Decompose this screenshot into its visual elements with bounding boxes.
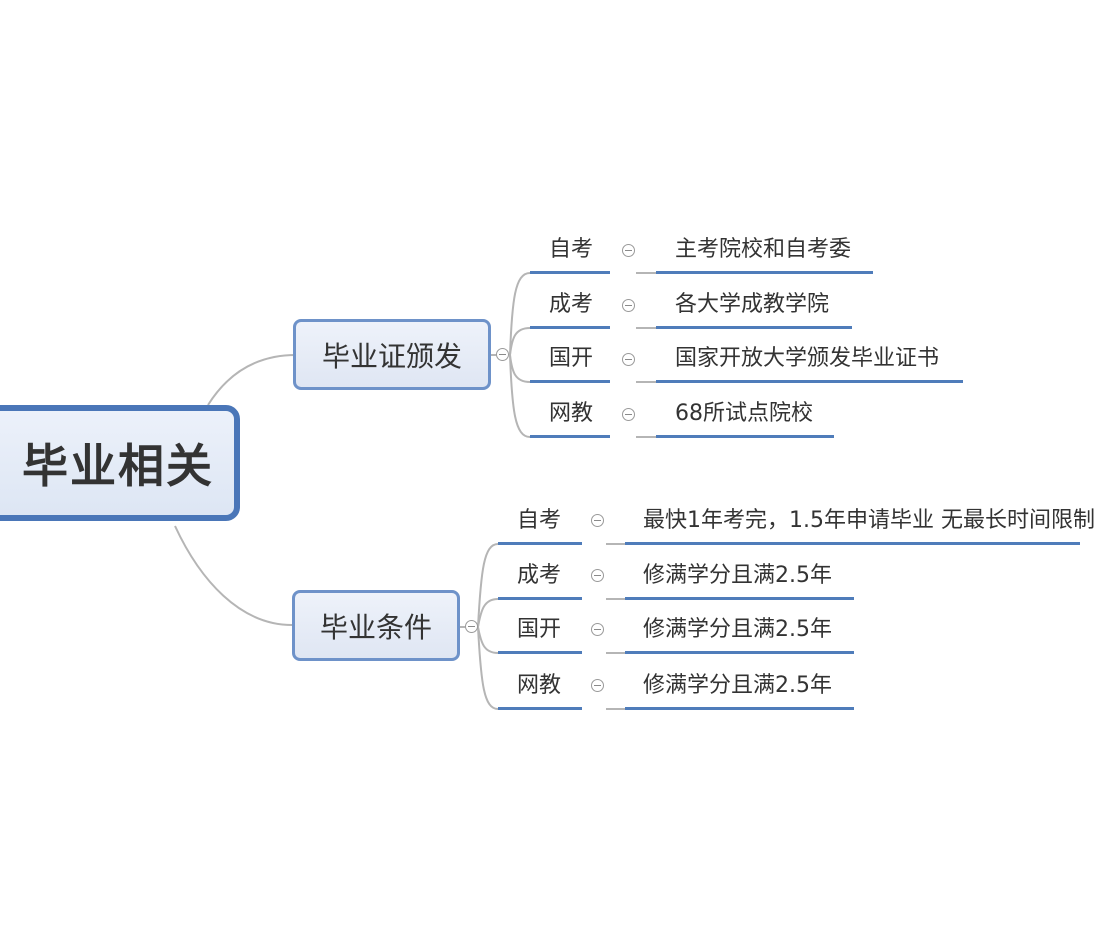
- connector-branch-2-item-2: [477, 598, 582, 628]
- collapse-icon[interactable]: [591, 679, 604, 692]
- item-detail-label: 修满学分且满2.5年: [643, 617, 832, 642]
- item-type-underline: [498, 651, 582, 654]
- branch-node-label: 毕业条件: [319, 610, 432, 644]
- item-detail-label: 主考院校和自考委: [675, 237, 852, 262]
- branch-node-label: 毕业证颁发: [321, 339, 462, 373]
- item-type-underline: [530, 326, 610, 329]
- item-detail-underline: [625, 597, 854, 600]
- connector-branch-1-item-1: [509, 272, 610, 356]
- item-type-label: 网教: [549, 401, 594, 426]
- item-type-label: 自考: [517, 508, 562, 533]
- collapse-icon[interactable]: [622, 244, 635, 257]
- connector-branch-1-item-2: [509, 327, 610, 356]
- item-type-underline: [530, 271, 610, 274]
- collapse-icon[interactable]: [496, 348, 509, 361]
- item-type-underline: [530, 435, 610, 438]
- connector-branch-1-item-4: [509, 354, 610, 438]
- item-type-label: 成考: [549, 292, 594, 317]
- item-detail-underline: [625, 542, 1080, 545]
- item-type-label: 国开: [517, 617, 562, 642]
- item-detail-label: 修满学分且满2.5年: [643, 563, 832, 588]
- connector-branch-2-item-1: [477, 543, 582, 628]
- item-detail-underline: [625, 707, 854, 710]
- root-node-label: 毕业相关: [22, 439, 214, 493]
- item-type-underline: [498, 597, 582, 600]
- collapse-icon[interactable]: [622, 408, 635, 421]
- collapse-icon[interactable]: [465, 620, 478, 633]
- connector-root-branch-2: [174, 525, 293, 626]
- connector-root-branch-1: [207, 354, 297, 406]
- item-detail-label: 各大学成教学院: [675, 292, 830, 317]
- collapse-icon[interactable]: [591, 569, 604, 582]
- item-type-underline: [498, 707, 582, 710]
- item-type-underline: [498, 542, 582, 545]
- item-detail-underline: [656, 326, 852, 329]
- item-detail-label: 修满学分且满2.5年: [643, 673, 832, 698]
- item-detail-underline: [656, 435, 834, 438]
- item-type-label: 国开: [549, 346, 594, 371]
- item-detail-label: 国家开放大学颁发毕业证书: [675, 346, 940, 371]
- branch-node-conditions[interactable]: 毕业条件: [292, 590, 460, 661]
- item-detail-underline: [656, 380, 963, 383]
- item-detail-underline: [656, 271, 873, 274]
- collapse-icon[interactable]: [622, 353, 635, 366]
- item-type-label: 成考: [517, 563, 562, 588]
- root-node[interactable]: 毕业相关: [0, 405, 240, 521]
- collapse-icon[interactable]: [622, 299, 635, 312]
- collapse-icon[interactable]: [591, 623, 604, 636]
- collapse-icon[interactable]: [591, 514, 604, 527]
- item-type-label: 网教: [517, 673, 562, 698]
- branch-node-certificate[interactable]: 毕业证颁发: [293, 319, 491, 390]
- item-detail-label: 68所试点院校: [675, 401, 813, 426]
- item-type-label: 自考: [549, 237, 594, 262]
- item-type-underline: [530, 380, 610, 383]
- connector-branch-2-item-4: [477, 626, 582, 710]
- item-detail-label: 最快1年考完，1.5年申请毕业 无最长时间限制: [643, 508, 1095, 533]
- item-detail-underline: [625, 651, 854, 654]
